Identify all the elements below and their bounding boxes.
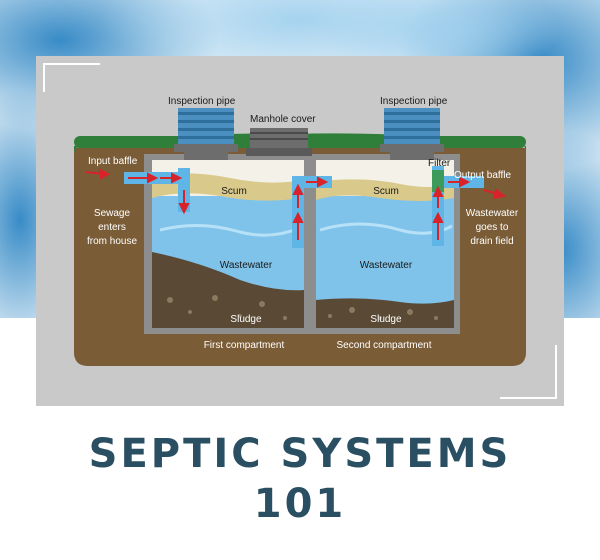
label-sludge-right: Sludge bbox=[370, 314, 402, 325]
filter bbox=[432, 170, 444, 192]
label-wastewater-left: Wastewater bbox=[220, 260, 273, 271]
compartment-divider bbox=[304, 156, 316, 332]
label-input-baffle: Input baffle bbox=[88, 156, 138, 167]
inspection-pipe-left bbox=[174, 108, 238, 160]
label-wastewater-out-1: Wastewater bbox=[466, 208, 519, 219]
inspection-pipe-right bbox=[380, 108, 444, 160]
label-wastewater-out-2: goes to bbox=[476, 222, 509, 233]
corner-bracket-top-left bbox=[43, 63, 100, 92]
page-title-line-2: 101 bbox=[253, 481, 347, 527]
corner-bracket-bottom-right bbox=[500, 345, 557, 399]
label-output-baffle: Output baffle bbox=[454, 170, 512, 181]
label-manhole-cover: Manhole cover bbox=[250, 114, 316, 125]
label-inspection-pipe-right: Inspection pipe bbox=[380, 96, 448, 107]
label-scum-left: Scum bbox=[221, 186, 247, 197]
sludge-right bbox=[316, 298, 454, 328]
label-sewage-3: from house bbox=[87, 236, 137, 247]
page-title-line-1: SEPTIC SYSTEMS bbox=[88, 431, 512, 477]
water-ripple bbox=[159, 224, 301, 237]
manhole-cover bbox=[246, 128, 312, 156]
label-wastewater-out-3: drain field bbox=[470, 236, 513, 247]
label-inspection-pipe-left: Inspection pipe bbox=[168, 96, 236, 107]
sludge-left bbox=[152, 252, 304, 328]
label-scum-right: Scum bbox=[373, 186, 399, 197]
label-sewage-1: Sewage bbox=[94, 208, 131, 219]
sludge-texture bbox=[167, 295, 438, 320]
label-filter: Filter bbox=[428, 158, 451, 169]
label-second-compartment: Second compartment bbox=[336, 340, 431, 351]
label-sludge-left: Sludge bbox=[230, 314, 262, 325]
scum-layer-right bbox=[316, 179, 454, 201]
flow-arrows bbox=[85, 168, 507, 240]
label-first-compartment: First compartment bbox=[204, 340, 285, 351]
label-wastewater-right: Wastewater bbox=[360, 260, 413, 271]
wastewater-right bbox=[316, 196, 454, 328]
label-sewage-2: enters bbox=[98, 222, 126, 233]
